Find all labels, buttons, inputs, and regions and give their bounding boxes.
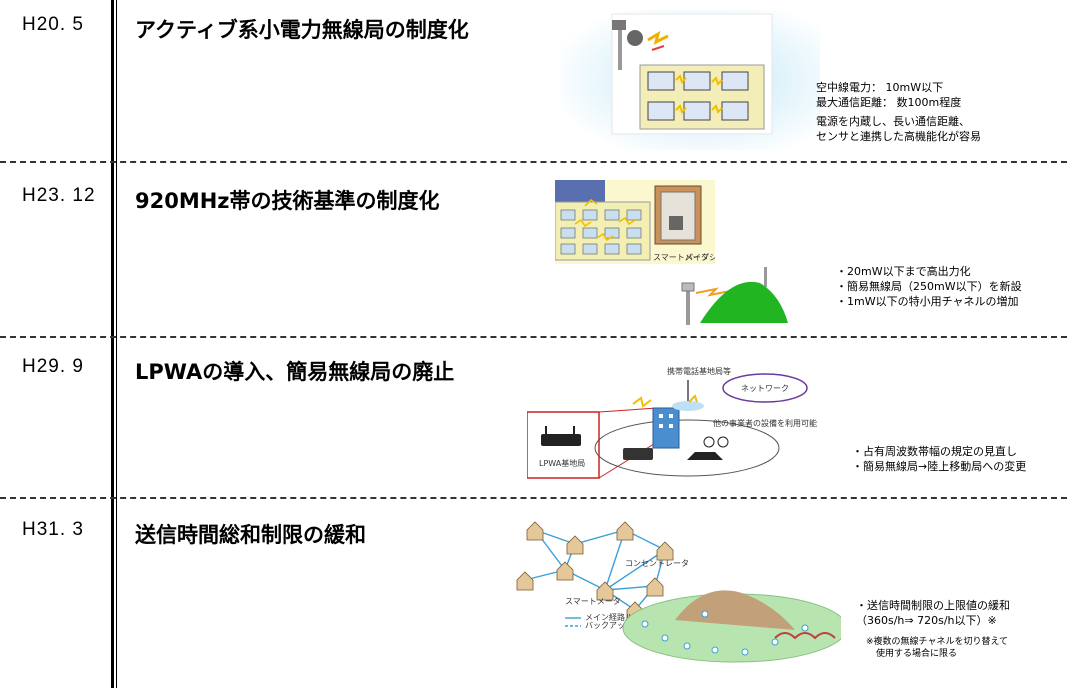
note-line: 最大通信距離： 数100m程度	[816, 96, 962, 109]
image-label: ネットワーク	[741, 384, 789, 393]
timeline-bar-inner	[116, 0, 117, 688]
mesh-network-illustration: コンセントレータ スマートメータ メイン経路ルート バックアップ経路ルート	[505, 510, 848, 678]
hill-illustration	[680, 265, 790, 327]
row-notes: ・占有周波数帯幅の規定の見直し ・簡易無線局→陸上移動局への変更	[852, 444, 1026, 474]
lpwa-illustration: LPWA基地局 携帯電話基地局等 ネットワーク 他の事業者の設備を利用可能	[526, 362, 827, 482]
smart-meter-illustration: スマートメータ パイプシャフト	[554, 180, 741, 264]
image-label: 他の事業者の設備を利用可能	[713, 418, 817, 428]
note-line: ・20mW以下まで高出力化	[836, 265, 971, 278]
row-notes: ・20mW以下まで高出力化 ・簡易無線局（250mW以下）を新設 ・1mW以下の…	[836, 264, 1022, 309]
active-radio-illustration	[560, 10, 820, 150]
row-footnote: ※複数の無線チャネルを切り替えて 使用する場合に限る	[866, 636, 1008, 660]
image-label: メイン経路ルート	[585, 612, 649, 622]
row-notes: 空中線電力： 10mW以下 最大通信距離： 数100m程度 電源を内蔵し、長い通…	[816, 80, 981, 144]
note-line: 電源を内蔵し、長い通信距離、	[816, 115, 970, 128]
footnote-line: ※複数の無線チャネルを切り替えて	[866, 637, 1009, 647]
image-label: LPWA基地局	[539, 458, 585, 468]
row-date: H31. 3	[22, 519, 84, 540]
row-date: H20. 5	[22, 14, 84, 35]
footnote-line: 使用する場合に限る	[876, 649, 958, 659]
image-label: コンセントレータ	[625, 559, 689, 568]
note-line: ・1mW以下の特小用チャネルの増加	[836, 295, 1019, 308]
row-divider	[0, 497, 1067, 499]
row-title: アクティブ系小電力無線局の制度化	[135, 18, 469, 42]
row-title: LPWAの導入、簡易無線局の廃止	[135, 360, 455, 384]
row-date: H29. 9	[22, 356, 84, 377]
row-notes: ・送信時間制限の上限値の緩和 （360s/h⇒ 720s/h以下）※	[856, 598, 1010, 628]
note-line: 空中線電力： 10mW以下	[816, 81, 944, 94]
row-date: H23. 12	[22, 185, 96, 206]
note-line: センサと連携した高機能化が容易	[816, 130, 981, 143]
image-label: 携帯電話基地局等	[667, 366, 731, 376]
note-line: （360s/h⇒ 720s/h以下）※	[856, 614, 997, 627]
row-title: 送信時間総和制限の緩和	[135, 523, 366, 547]
timeline-bar	[111, 0, 114, 688]
image-label: スマートメータ	[565, 597, 621, 606]
note-line: ・占有周波数帯幅の規定の見直し	[852, 445, 1017, 458]
note-line: ・簡易無線局（250mW以下）を新設	[836, 280, 1022, 293]
image-label: スマートメータ	[653, 253, 709, 262]
row-divider	[0, 161, 1067, 163]
note-line: ・送信時間制限の上限値の緩和	[856, 599, 1010, 612]
row-title: 920MHz帯の技術基準の制度化	[135, 189, 440, 213]
row-divider	[0, 336, 1067, 338]
note-line: ・簡易無線局→陸上移動局への変更	[852, 460, 1027, 473]
image-label: パイプシャフト	[685, 253, 715, 262]
